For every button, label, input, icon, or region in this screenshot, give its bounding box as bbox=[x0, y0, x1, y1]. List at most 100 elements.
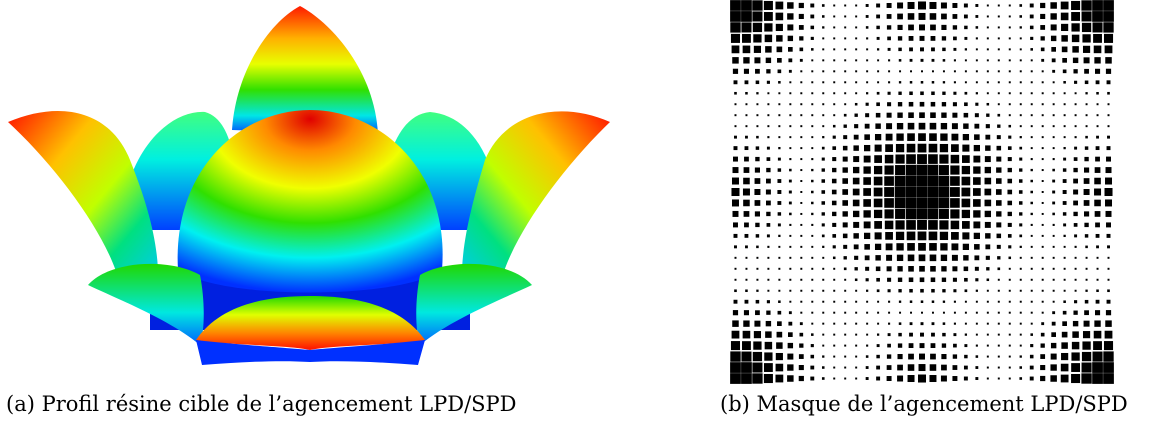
mask-cell bbox=[778, 136, 781, 139]
mask-cell bbox=[1030, 300, 1033, 303]
mask-cell bbox=[941, 343, 947, 348]
mask-cell bbox=[952, 277, 957, 282]
mask-cell bbox=[1074, 80, 1078, 84]
mask-cell bbox=[733, 222, 738, 228]
mask-cell bbox=[1062, 69, 1067, 74]
caption-a: (a) Profil résine cible de l’agencement … bbox=[6, 392, 517, 416]
mask-cell bbox=[941, 266, 947, 272]
mask-cell bbox=[874, 232, 882, 240]
mask-cell bbox=[907, 1, 915, 9]
mask-cell bbox=[964, 25, 968, 30]
mask-cell bbox=[852, 199, 860, 207]
mask-cell bbox=[788, 321, 793, 326]
mask-cell bbox=[810, 376, 815, 381]
mask-cell bbox=[1095, 233, 1100, 238]
mask-cell bbox=[821, 190, 826, 194]
mask-cell bbox=[996, 200, 1002, 206]
mask-cell bbox=[962, 155, 970, 163]
mask-cell bbox=[766, 310, 771, 315]
mask-cell bbox=[1103, 373, 1114, 384]
mask-cell bbox=[985, 233, 991, 239]
mask-cell bbox=[777, 212, 782, 216]
mask-cell bbox=[888, 59, 891, 62]
mask-cell bbox=[874, 144, 882, 152]
mask-cell bbox=[1094, 320, 1101, 327]
mask-cell bbox=[854, 255, 859, 260]
mask-cell bbox=[897, 343, 903, 348]
mask-cell bbox=[986, 59, 989, 62]
mask-cell bbox=[964, 91, 968, 95]
mask-cell bbox=[917, 143, 927, 153]
mask-cell bbox=[916, 197, 928, 209]
mask-cell bbox=[733, 233, 738, 238]
mask-cell bbox=[974, 244, 980, 250]
mask-cell bbox=[800, 147, 803, 150]
mask-cell bbox=[1008, 300, 1011, 303]
mask-cell bbox=[1106, 156, 1111, 162]
mask-cell bbox=[984, 166, 992, 174]
mask-cell bbox=[822, 278, 825, 281]
mask-cell bbox=[963, 266, 969, 272]
mask-cell bbox=[920, 58, 924, 62]
mask-cell bbox=[986, 4, 989, 7]
mask-cell bbox=[767, 125, 770, 128]
mask-cell bbox=[766, 167, 771, 173]
mask-cell bbox=[907, 375, 915, 383]
mask-cell bbox=[1093, 45, 1102, 54]
mask-cell bbox=[975, 59, 978, 62]
mask-cell bbox=[743, 199, 750, 207]
mask-cell bbox=[952, 376, 958, 381]
mask-cell bbox=[1104, 188, 1113, 197]
mask-cell bbox=[730, 373, 741, 384]
mask-cell bbox=[899, 70, 902, 73]
mask-cell bbox=[863, 210, 871, 218]
mask-cell bbox=[1085, 256, 1088, 259]
mask-cell bbox=[832, 211, 837, 217]
mask-cell bbox=[1061, 342, 1068, 349]
mask-cell bbox=[1051, 58, 1056, 63]
mask-cell bbox=[950, 176, 960, 186]
mask-cell bbox=[1019, 103, 1022, 106]
mask-cell bbox=[986, 92, 989, 95]
mask-cell bbox=[864, 232, 871, 240]
mask-cell bbox=[787, 13, 794, 20]
mask-cell bbox=[1073, 178, 1078, 184]
mask-cell bbox=[734, 289, 737, 293]
mask-cell bbox=[833, 4, 836, 7]
mask-cell bbox=[821, 179, 826, 183]
mask-cell bbox=[1107, 125, 1110, 128]
mask-cell bbox=[1030, 344, 1034, 348]
mask-cell bbox=[1073, 310, 1078, 315]
central-dome bbox=[177, 110, 443, 293]
mask-cell bbox=[1019, 300, 1022, 303]
mask-cell bbox=[844, 48, 847, 51]
mask-cell bbox=[855, 322, 858, 325]
mask-cell bbox=[906, 220, 916, 230]
mask-cell bbox=[866, 289, 869, 292]
mask-cell bbox=[1096, 114, 1099, 117]
mask-cell bbox=[811, 300, 814, 303]
mask-cell bbox=[1008, 124, 1012, 128]
mask-cell bbox=[876, 36, 880, 40]
mask-cell bbox=[775, 374, 784, 383]
mask-cell bbox=[853, 233, 859, 239]
mask-cell bbox=[963, 376, 968, 381]
mask-cell bbox=[1074, 92, 1077, 95]
mask-cell bbox=[886, 25, 892, 30]
mask-cell bbox=[940, 243, 948, 251]
mask-cell bbox=[929, 364, 937, 371]
mask-cell bbox=[752, 351, 763, 362]
mask-cell bbox=[811, 245, 814, 248]
mask-cell bbox=[1085, 103, 1088, 106]
mask-cell bbox=[1019, 92, 1022, 95]
mask-cell bbox=[1106, 80, 1111, 85]
mask-cell bbox=[961, 209, 971, 219]
mask-cell bbox=[1105, 57, 1112, 64]
mask-cell bbox=[1107, 91, 1110, 95]
mask-cell bbox=[742, 341, 751, 351]
mask-cell bbox=[1103, 341, 1114, 351]
mask-cell bbox=[1041, 125, 1044, 128]
mask-cell bbox=[1008, 15, 1011, 18]
mask-cell bbox=[876, 333, 880, 336]
mask-cell bbox=[985, 244, 991, 250]
